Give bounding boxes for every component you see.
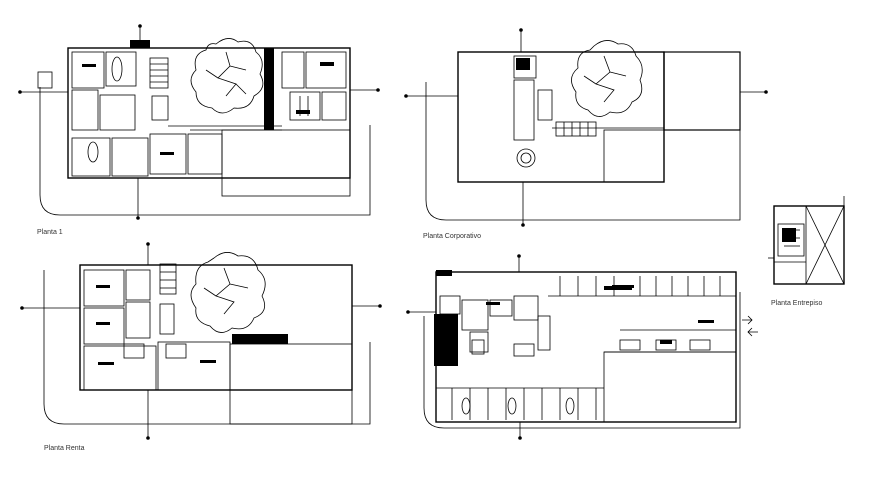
tree-renta	[190, 252, 266, 333]
plan-planta-1	[20, 25, 378, 218]
tree-planta-1	[190, 38, 264, 114]
plan-entrepiso	[768, 196, 845, 285]
solid-fills	[82, 40, 796, 366]
label-planta-renta: Planta Renta	[44, 445, 85, 452]
tree-corporativo	[571, 40, 643, 117]
label-planta-1: Planta 1	[37, 229, 63, 236]
plan-renta	[22, 244, 380, 438]
plan-corporativo	[406, 30, 766, 225]
plan-estacionamiento	[408, 256, 758, 438]
label-planta-entrepiso: Planta Entrepiso	[771, 300, 823, 307]
node-markers	[18, 24, 768, 440]
label-planta-corporativo: Planta Corporativo	[423, 233, 481, 240]
